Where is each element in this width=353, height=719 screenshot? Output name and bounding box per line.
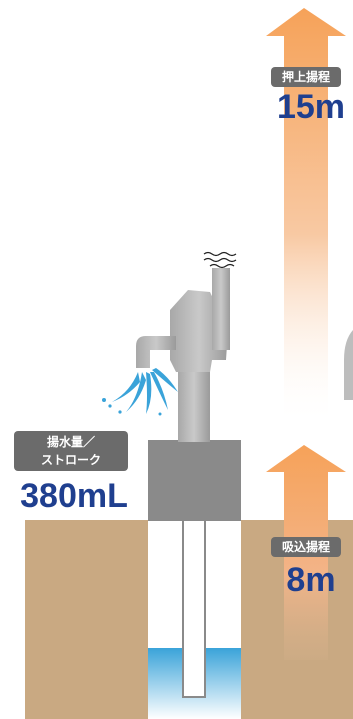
volume-label-line2: ストローク [40, 453, 101, 467]
pump-base [148, 440, 241, 521]
pump-cylinder [212, 268, 230, 350]
volume-label-line1: 揚水量／ [46, 435, 95, 449]
water-spray-icon [102, 368, 178, 416]
up-arrow-icon [266, 8, 346, 420]
volume-value: 380mL [20, 477, 128, 515]
suction-height-value: 8m [286, 561, 336, 599]
volume-label: 揚水量／ ストローク [14, 431, 128, 471]
push-height-value: 15m [276, 88, 346, 126]
spout-pipe [136, 336, 176, 368]
wavy-lines-icon [203, 251, 237, 269]
push-height-label: 押上揚程 [271, 67, 341, 87]
suction-height-label: 吸込揚程 [271, 537, 341, 557]
edge-shape [344, 330, 353, 400]
